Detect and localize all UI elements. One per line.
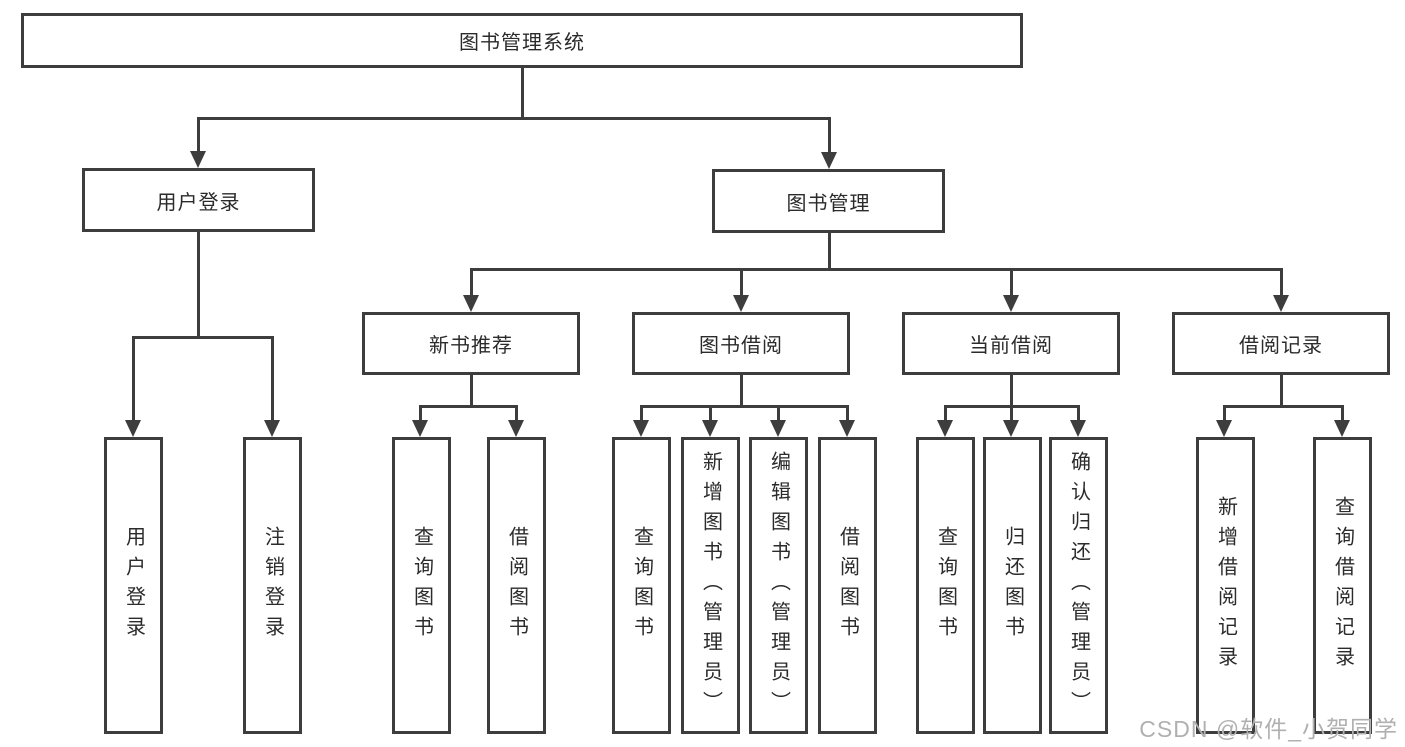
leaf-logout: 注销登录 xyxy=(243,437,302,734)
node-new-book-recommend: 新书推荐 xyxy=(362,312,580,375)
node-label: 图书借阅 xyxy=(699,335,783,357)
connector-user-login-stem xyxy=(197,232,200,339)
connector-current-borrowing-drop-3 xyxy=(1077,405,1080,421)
node-borrowing-records: 借阅记录 xyxy=(1172,312,1390,375)
connector-book-mgmt-stem xyxy=(828,233,831,271)
arrow-into-user-login xyxy=(190,151,206,168)
connector-book-borrowing-bar xyxy=(640,405,848,408)
connector-user-login-drop-1 xyxy=(132,336,135,421)
node-user-login: 用户登录 xyxy=(82,168,315,232)
node-label: 图书管理系统 xyxy=(459,32,585,54)
arrow-into-new-book-recommend xyxy=(463,295,479,312)
leaf-borrow-books-borrowing: 借阅图书 xyxy=(818,437,877,734)
arrow-into-leaf-edit-book-admin xyxy=(770,420,786,437)
leaf-query-borrow-record: 查询借阅记录 xyxy=(1313,437,1372,734)
leaf-edit-book-admin: 编辑图书（管理员） xyxy=(749,437,808,734)
connector-current-borrowing-drop-2 xyxy=(1010,405,1013,421)
connector-borrowing-records-bar xyxy=(1223,405,1343,408)
node-label: 借阅记录 xyxy=(1239,335,1323,357)
connector-new-book-drop-1 xyxy=(419,405,422,421)
connector-user-login-bar xyxy=(133,336,274,339)
arrow-into-leaf-query-books-current xyxy=(937,420,953,437)
arrow-into-leaf-query-borrow-record xyxy=(1334,420,1350,437)
connector-root-left-drop xyxy=(197,117,200,152)
leaf-label: 查询图书 xyxy=(934,525,957,646)
leaf-query-books-borrowing: 查询图书 xyxy=(612,437,671,734)
csdn-watermark: CSDN @软件_小贺同学 xyxy=(1139,716,1398,742)
node-book-management: 图书管理 xyxy=(712,169,945,233)
arrow-into-leaf-borrow-books-recommend xyxy=(508,420,524,437)
connector-book-borrowing-drop-4 xyxy=(846,405,849,421)
leaf-query-books-current: 查询图书 xyxy=(916,437,975,734)
leaf-borrow-books-recommend: 借阅图书 xyxy=(487,437,546,734)
arrow-into-borrowing-records xyxy=(1273,295,1289,312)
connector-drop-borrowing-records xyxy=(1280,268,1283,296)
arrow-into-leaf-return-book xyxy=(1003,420,1019,437)
leaf-query-books-recommend: 查询图书 xyxy=(392,437,451,734)
leaf-label: 注销登录 xyxy=(261,525,284,646)
node-label: 图书管理 xyxy=(786,192,871,215)
connector-borrowing-records-drop-2 xyxy=(1341,405,1344,421)
node-label: 用户登录 xyxy=(156,191,241,214)
leaf-label: 查询借阅记录 xyxy=(1331,495,1354,676)
leaf-add-borrow-record: 新增借阅记录 xyxy=(1196,437,1255,734)
arrow-into-leaf-borrow-books-borrowing xyxy=(839,420,855,437)
connector-book-mgmt-bar xyxy=(470,268,1283,271)
leaf-user-login: 用户登录 xyxy=(104,437,163,734)
node-current-borrowing: 当前借阅 xyxy=(902,312,1120,375)
leaf-label: 新增图书（管理员） xyxy=(699,450,722,721)
arrow-into-leaf-add-book-admin xyxy=(702,420,718,437)
arrow-into-book-borrowing xyxy=(733,295,749,312)
node-label: 新书推荐 xyxy=(429,335,513,357)
connector-book-borrowing-drop-1 xyxy=(640,405,643,421)
connector-drop-new-book xyxy=(470,268,473,296)
connector-current-borrowing-drop-1 xyxy=(944,405,947,421)
connector-book-borrowing-drop-2 xyxy=(709,405,712,421)
connector-drop-book-borrowing xyxy=(740,268,743,296)
connector-root-right-drop xyxy=(828,117,831,153)
arrow-into-book-management xyxy=(821,152,837,169)
connector-book-borrowing-drop-3 xyxy=(777,405,780,421)
connector-user-login-drop-2 xyxy=(271,336,274,421)
connector-borrowing-records-stem xyxy=(1280,375,1283,408)
connector-book-borrowing-stem xyxy=(740,375,743,408)
node-library-management-system: 图书管理系统 xyxy=(21,13,1023,68)
leaf-confirm-return-admin: 确认归还（管理员） xyxy=(1049,437,1108,734)
connector-new-book-stem xyxy=(470,375,473,408)
connector-current-borrowing-stem xyxy=(1010,375,1013,408)
arrow-into-leaf-query-books-borrowing xyxy=(633,420,649,437)
leaf-label: 用户登录 xyxy=(122,525,145,646)
connector-root-bar xyxy=(197,117,831,120)
arrow-into-current-borrowing xyxy=(1003,295,1019,312)
connector-borrowing-records-drop-1 xyxy=(1223,405,1226,421)
arrow-into-leaf-confirm-return-admin xyxy=(1070,420,1086,437)
arrow-into-leaf-query-books-recommend xyxy=(412,420,428,437)
arrow-into-leaf-user-login xyxy=(125,420,141,437)
node-label: 当前借阅 xyxy=(969,335,1053,357)
connector-drop-current-borrowing xyxy=(1010,268,1013,296)
connector-new-book-drop-2 xyxy=(515,405,518,421)
leaf-add-book-admin: 新增图书（管理员） xyxy=(681,437,740,734)
leaf-label: 查询图书 xyxy=(630,525,653,646)
leaf-label: 查询图书 xyxy=(410,525,433,646)
leaf-label: 新增借阅记录 xyxy=(1214,495,1237,676)
arrow-into-leaf-add-borrow-record xyxy=(1216,420,1232,437)
leaf-label: 归还图书 xyxy=(1001,525,1024,646)
connector-new-book-bar xyxy=(419,405,518,408)
connector-root-stem xyxy=(521,68,524,120)
leaf-return-book: 归还图书 xyxy=(983,437,1042,734)
arrow-into-leaf-logout xyxy=(264,420,280,437)
leaf-label: 编辑图书（管理员） xyxy=(767,450,790,721)
leaf-label: 借阅图书 xyxy=(836,525,859,646)
node-book-borrowing: 图书借阅 xyxy=(632,312,850,375)
leaf-label: 确认归还（管理员） xyxy=(1067,450,1090,721)
leaf-label: 借阅图书 xyxy=(505,525,528,646)
